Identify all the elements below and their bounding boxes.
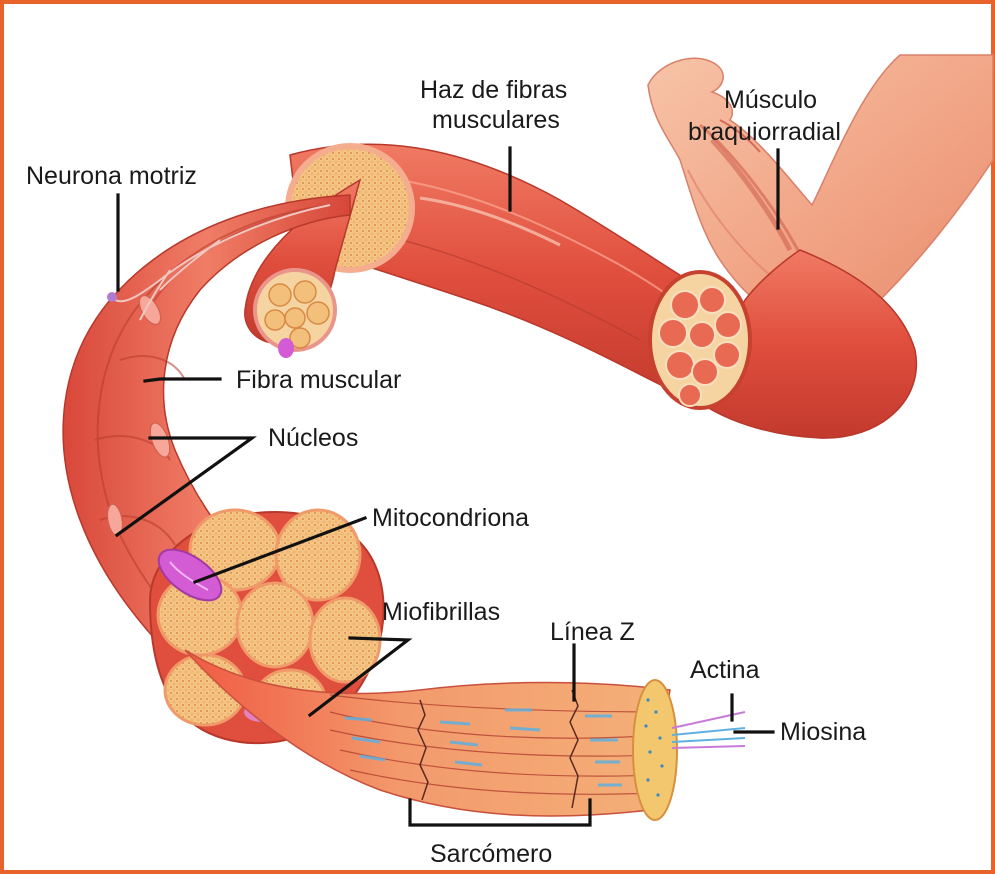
label-sarcomero: Sarcómero bbox=[430, 840, 552, 868]
label-miosina: Miosina bbox=[780, 718, 866, 746]
label-nucleos: Núcleos bbox=[268, 424, 358, 452]
label-actina: Actina bbox=[690, 656, 760, 684]
label-linea-z: Línea Z bbox=[550, 618, 635, 646]
label-haz-line-1: Haz de fibras bbox=[420, 76, 567, 104]
label-mitocondriona: Mitocondriona bbox=[372, 504, 529, 532]
label-haz-line-2: musculares bbox=[432, 106, 560, 134]
label-musculo-line-2: braquiorradial bbox=[688, 118, 841, 146]
label-musculo-line-1: Músculo bbox=[724, 86, 817, 114]
label-fibra-muscular: Fibra muscular bbox=[236, 366, 401, 394]
label-miofibrillas: Miofibrillas bbox=[382, 598, 500, 626]
label-neurona-motriz: Neurona motriz bbox=[26, 162, 197, 190]
